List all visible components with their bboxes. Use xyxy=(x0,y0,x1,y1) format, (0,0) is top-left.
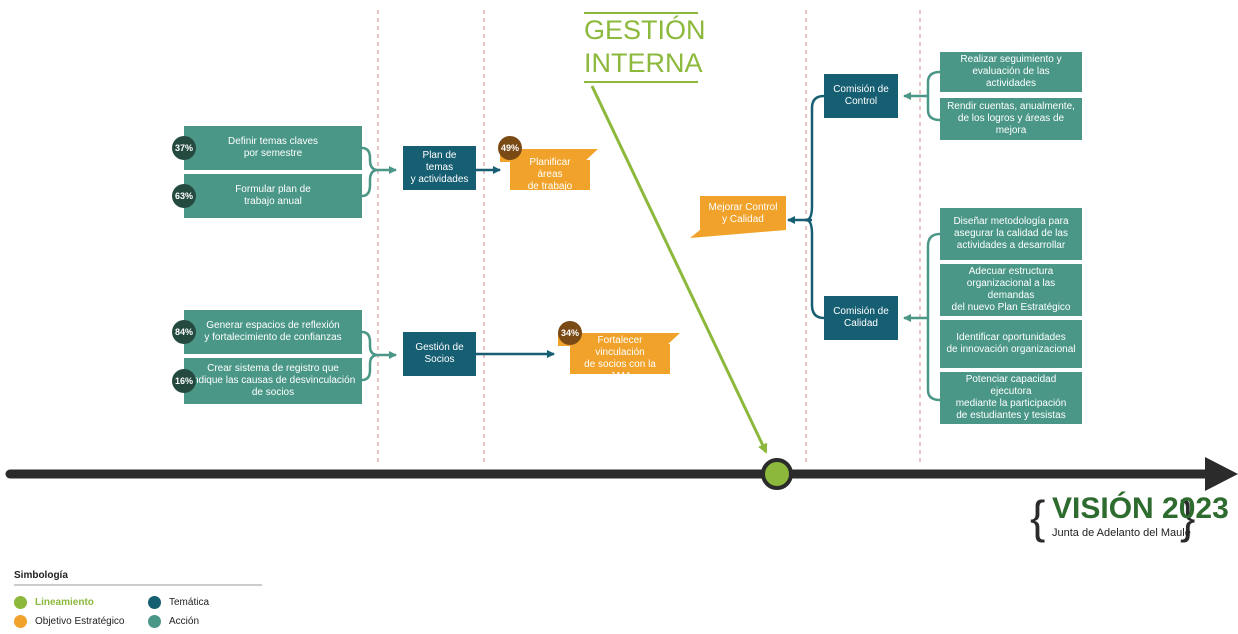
objetivo-box: Planificar áreas de trabajo xyxy=(510,157,590,192)
legend-label: Temática xyxy=(169,597,210,608)
accion-box: Realizar seguimiento y evaluación de las… xyxy=(940,52,1082,92)
vision-brace-right: } xyxy=(1180,491,1195,543)
tematica-dot-icon xyxy=(148,596,161,609)
accion-box: Diseñar metodología para asegurar la cal… xyxy=(940,208,1082,260)
legend-item-tematica: Temática xyxy=(148,596,209,609)
legend-label: Objetivo Estratégico xyxy=(35,616,125,627)
objetivo-tag-left-2 xyxy=(558,333,680,346)
vision-subtitle: Junta de Adelanto del Maule xyxy=(1052,527,1191,539)
lineamiento-arrow xyxy=(590,85,768,454)
objetivo-box: Fortalecer vinculación de socios con la … xyxy=(570,335,670,382)
lineamiento-node xyxy=(761,458,793,490)
legend-label: Lineamiento xyxy=(35,597,94,608)
accion-dot-icon xyxy=(148,615,161,628)
percent-badge: 84% xyxy=(172,320,196,344)
accion-box: Formular plan de trabajo anual xyxy=(184,174,362,218)
tematica-box: Plan de temas y actividades xyxy=(403,146,476,190)
bracket xyxy=(926,70,941,122)
accion-box: Adecuar estructura organizacional a las … xyxy=(940,264,1082,316)
objetivo-tag-left-1 xyxy=(500,149,598,162)
legend-label: Acción xyxy=(169,616,200,627)
tematica-box: Comisión de Control xyxy=(824,74,898,118)
bracket xyxy=(361,146,379,198)
objetivo-box: Mejorar Control y Calidad xyxy=(708,202,778,225)
tematica-box: Comisión de Calidad xyxy=(824,296,898,340)
legend-item-lineamiento: Lineamiento xyxy=(14,596,94,609)
vision-title: VISIÓN 2023 xyxy=(1052,492,1229,525)
legend-item-accion: Acción xyxy=(148,615,199,628)
percent-badge: 16% xyxy=(172,369,196,393)
legend-item-objetivo: Objetivo Estratégico xyxy=(14,615,125,628)
legend-title: Simbología xyxy=(14,570,68,581)
percent-badge: 63% xyxy=(172,184,196,208)
accion-box: Generar espacios de reflexión y fortalec… xyxy=(184,310,362,354)
accion-box: Definir temas claves por semestre xyxy=(184,126,362,170)
title-line1: GESTIÓN xyxy=(584,15,706,45)
tematica-box: Gestión de Socios xyxy=(403,332,476,376)
bracket xyxy=(805,94,825,320)
lineamiento-dot-icon xyxy=(14,596,27,609)
bracket xyxy=(926,232,941,402)
objetivo-dot-icon xyxy=(14,615,27,628)
title-line2: INTERNA xyxy=(584,48,703,78)
timeline-arrowhead xyxy=(1205,457,1238,491)
bracket xyxy=(361,330,379,382)
objetivo-tag-right xyxy=(690,196,786,238)
accion-box: Identificar oportunidades de innovación … xyxy=(940,320,1082,368)
accion-box: Potenciar capacidad ejecutora mediante l… xyxy=(940,372,1082,424)
percent-badge: 49% xyxy=(498,136,522,160)
accion-box: Rendir cuentas, anualmente, de los logro… xyxy=(940,98,1082,140)
percent-badge: 37% xyxy=(172,136,196,160)
vision-brace-left: { xyxy=(1030,491,1045,543)
accion-box: Crear sistema de registro que indique la… xyxy=(184,358,362,404)
percent-badge: 34% xyxy=(558,321,582,345)
